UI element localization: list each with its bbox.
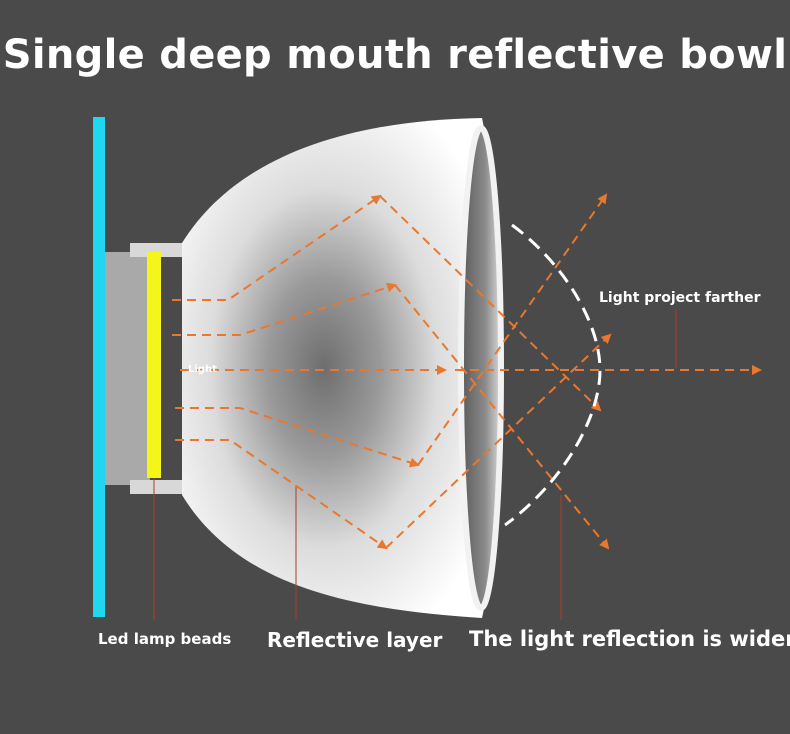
bowl-mouth: [458, 125, 504, 611]
label-light-reflection-wider: The light reflection is wider: [469, 627, 790, 651]
lamp-housing: [105, 252, 150, 485]
ray-reflect-3: [417, 193, 608, 466]
label-light: Light: [188, 364, 217, 375]
housing-lip-bottom: [130, 480, 182, 494]
ray-reflect-1: [379, 195, 602, 412]
ray-reflect-2: [394, 284, 610, 550]
ray-top-outer: [172, 194, 382, 301]
housing-lip-top: [130, 243, 182, 257]
reflector-bowl: [182, 118, 498, 618]
leader-lines: [153, 310, 677, 620]
spread-arc: [504, 223, 602, 527]
base-bar: [93, 117, 105, 617]
light-rays: [172, 193, 762, 550]
ray-bottom-outer: [175, 439, 388, 550]
label-reflective-layer: Reflective layer: [267, 628, 443, 652]
ray-top-inner: [172, 282, 397, 336]
ray-reflect-4: [385, 333, 612, 549]
ray-bottom-inner: [175, 407, 420, 468]
label-light-project-farther: Light project farther: [599, 290, 761, 306]
label-led-lamp-beads: Led lamp beads: [98, 630, 232, 648]
diagram-title: Single deep mouth reflective bowl: [2, 32, 788, 78]
led-strip: [147, 252, 161, 478]
